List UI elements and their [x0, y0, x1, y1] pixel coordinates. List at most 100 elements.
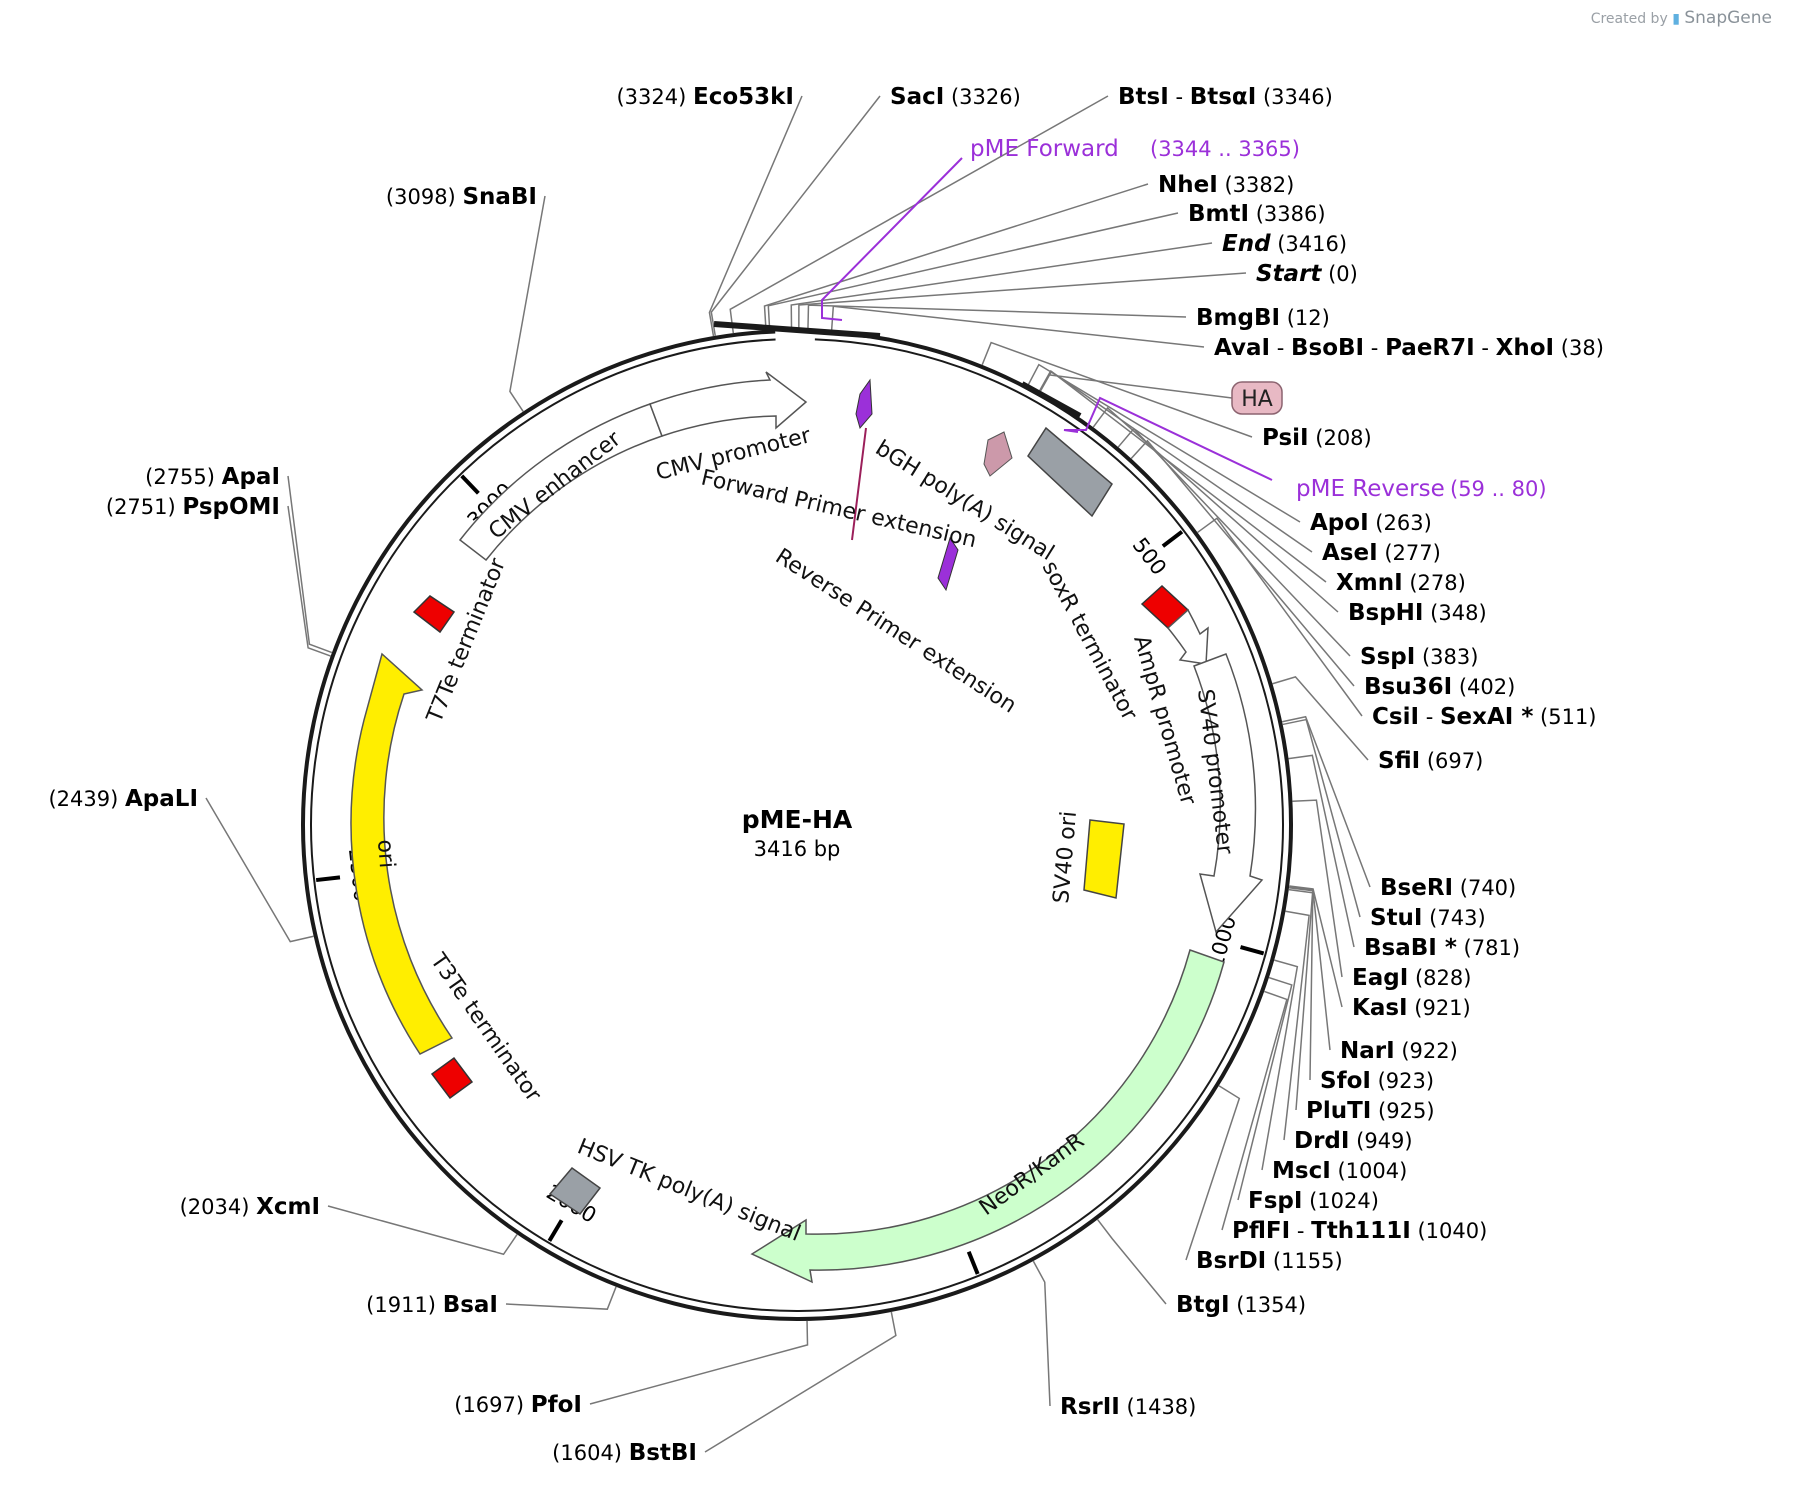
- enzyme-site-sspi[interactable]: SspI (383): [1117, 427, 1478, 670]
- pme-forward-name[interactable]: pME Forward: [970, 136, 1119, 162]
- enzyme-label: (3324) Eco53kI: [616, 84, 794, 110]
- neor-kanr-arrow[interactable]: [750, 949, 1225, 1284]
- t3te-terminator-box[interactable]: [430, 1056, 474, 1100]
- enzyme-site-bsabi[interactable]: BsaBI * (781): [1288, 754, 1520, 961]
- bgh-marker[interactable]: [983, 431, 1013, 477]
- enzyme-label: Bsu36I (402): [1364, 674, 1515, 700]
- enzyme-leader-line: [767, 212, 1179, 330]
- scale-tick-1000: [1239, 945, 1265, 956]
- scale-tick-3000: [460, 474, 480, 495]
- enzyme-label: SfiI (697): [1378, 748, 1483, 774]
- enzyme-label: PluTI (925): [1306, 1098, 1435, 1124]
- enzyme-site-nari[interactable]: NarI (922): [1289, 886, 1458, 1064]
- enzyme-leader-line: [1292, 799, 1343, 978]
- enzyme-site-end[interactable]: End (3416): [790, 231, 1347, 330]
- enzyme-site-eco53ki[interactable]: (3324) Eco53kI: [616, 84, 803, 337]
- enzyme-site-bsu36i[interactable]: Bsu36I (402): [1130, 439, 1515, 700]
- enzyme-site-start[interactable]: Start (0): [798, 261, 1358, 330]
- enzyme-label: BmgBI (12): [1196, 305, 1330, 331]
- enzyme-site-bmgbi[interactable]: BmgBI (12): [807, 304, 1330, 331]
- enzyme-label: NheI (3382): [1158, 172, 1294, 198]
- enzyme-site-sfoi[interactable]: SfoI (923): [1288, 887, 1434, 1094]
- primer-binding-line: [851, 427, 867, 541]
- enzyme-site-drdi[interactable]: DrdI (949): [1283, 910, 1413, 1154]
- enzyme-leader-line: [1027, 363, 1301, 523]
- enzyme-leader-line: [1282, 718, 1361, 918]
- enzyme-site-snabi[interactable]: (3098) SnaBI: [386, 184, 546, 412]
- enzyme-site-bsphi[interactable]: BspHI (348): [1092, 406, 1487, 626]
- bgh-polya-box[interactable]: [1027, 426, 1113, 518]
- enzyme-label: (2439) ApaLI: [48, 786, 198, 812]
- plasmid-name: pME-HA: [742, 805, 853, 834]
- enzyme-site-saci[interactable]: SacI (3326): [710, 84, 1021, 336]
- enzyme-label: FspI (1024): [1248, 1188, 1379, 1214]
- enzyme-site-msci[interactable]: MscI (1004): [1261, 959, 1407, 1184]
- enzyme-leader-line: [1272, 676, 1369, 761]
- enzyme-leader-line: [1032, 1260, 1051, 1407]
- enzyme-site-apali[interactable]: (2439) ApaLI: [48, 786, 314, 943]
- enzyme-site-asei[interactable]: AseI (277): [1038, 369, 1441, 566]
- restriction-sites: SacI (3326)BtsI - BtsαI (3346)NheI (3382…: [48, 84, 1603, 1466]
- credit-brand: SnapGene: [1684, 8, 1772, 28]
- enzyme-site-avai[interactable]: AvaI - BsoBI - PaeR7I - XhoI (38): [830, 305, 1604, 361]
- enzyme-site-sfii[interactable]: SfiI (697): [1272, 676, 1483, 774]
- reverse-primer-extension-mark[interactable]: [937, 536, 959, 592]
- enzyme-site-btsi[interactable]: BtsI - BtsαI (3346): [729, 84, 1333, 334]
- enzyme-site-pspomi[interactable]: (2751) PspOMI: [106, 494, 331, 657]
- enzyme-leader-line: [287, 475, 333, 654]
- ori-arrow[interactable]: [350, 652, 454, 1055]
- enzyme-site-nhei[interactable]: NheI (3382): [763, 172, 1295, 331]
- enzyme-site-bmti[interactable]: BmtI (3386): [767, 201, 1326, 330]
- enzyme-site-psii[interactable]: PsiI (208): [981, 341, 1372, 451]
- enzyme-label: EagI (828): [1352, 965, 1471, 991]
- enzyme-site-apoi[interactable]: ApoI (263): [1027, 363, 1432, 536]
- enzyme-label: SfoI (923): [1320, 1068, 1434, 1094]
- snapgene-credit: Created by ▮ SnapGene: [1591, 8, 1772, 28]
- enzyme-site-eagi[interactable]: EagI (828): [1292, 799, 1471, 991]
- enzyme-leader-line: [1283, 910, 1310, 1141]
- pme-reverse-name[interactable]: pME Reverse: [1296, 476, 1445, 502]
- enzyme-site-apai[interactable]: (2755) ApaI: [145, 464, 333, 654]
- cmv-promoter-arrow[interactable]: [649, 371, 808, 437]
- enzyme-label: BspHI (348): [1348, 600, 1487, 626]
- enzyme-site-kasi[interactable]: KasI (921): [1289, 885, 1471, 1021]
- backbone-inner-ring: [310, 338, 1284, 1312]
- enzyme-leader-line: [790, 242, 1213, 330]
- enzyme-site-pluti[interactable]: PluTI (925): [1288, 888, 1435, 1124]
- enzyme-site-stui[interactable]: StuI (743): [1282, 718, 1486, 931]
- enzyme-site-fspi[interactable]: FspI (1024): [1237, 976, 1379, 1214]
- ha-tag[interactable]: HA: [1049, 374, 1283, 415]
- enzyme-site-btgi[interactable]: BtgI (1354): [1097, 1219, 1306, 1318]
- enzyme-leader-line: [505, 1286, 617, 1310]
- forward-primer-extension-mark[interactable]: [855, 378, 873, 430]
- enzyme-label: (3098) SnaBI: [386, 184, 537, 210]
- enzyme-site-rsrii[interactable]: RsrII (1438): [1032, 1260, 1196, 1420]
- enzyme-site-pflfi[interactable]: PflFI - Tth111I (1040): [1221, 990, 1487, 1244]
- ampr-promoter-arrow[interactable]: [1166, 608, 1209, 665]
- enzyme-site-pfoi[interactable]: (1697) PfoI: [454, 1320, 809, 1418]
- enzyme-site-csii[interactable]: CsiI - SexAI * (511): [1197, 517, 1597, 730]
- enzyme-site-bstbi[interactable]: (1604) BstBI: [552, 1311, 897, 1466]
- enzyme-site-xcmi[interactable]: (2034) XcmI: [180, 1194, 518, 1256]
- pme-forward-range: (3344 .. 3365): [1150, 137, 1300, 161]
- scale-tick-label-500: 500: [1128, 533, 1171, 579]
- enzyme-site-bsai[interactable]: (1911) BsaI: [366, 1286, 617, 1318]
- enzyme-leader-line: [1185, 1085, 1241, 1261]
- enzyme-leader-line: [1130, 439, 1355, 687]
- sv40-ori-box[interactable]: [1083, 819, 1125, 899]
- label-sv40-ori: SV40 ori: [1049, 810, 1082, 904]
- enzyme-label: AvaI - BsoBI - PaeR7I - XhoI (38): [1214, 335, 1604, 361]
- enzyme-site-bsrdi[interactable]: BsrDI (1155): [1185, 1085, 1343, 1274]
- enzyme-leader-line: [1281, 715, 1371, 888]
- enzyme-label: CsiI - SexAI * (511): [1372, 704, 1597, 730]
- enzyme-leader-line: [589, 1320, 809, 1405]
- enzyme-site-xmni[interactable]: XmnI (278): [1039, 370, 1466, 596]
- hsv-tk-polya-box[interactable]: [548, 1166, 602, 1216]
- sv40-promoter-arrow[interactable]: [1193, 653, 1264, 934]
- t7te-terminator-box[interactable]: [412, 595, 456, 634]
- enzyme-site-bseri[interactable]: BseRI (740): [1281, 715, 1516, 901]
- enzyme-leader-line: [1038, 369, 1313, 553]
- enzyme-leader-line: [1221, 990, 1288, 1231]
- enzyme-label: PflFI - Tth111I (1040): [1232, 1218, 1487, 1244]
- label-reverse-primer-extension: Reverse Primer extension: [771, 544, 1021, 718]
